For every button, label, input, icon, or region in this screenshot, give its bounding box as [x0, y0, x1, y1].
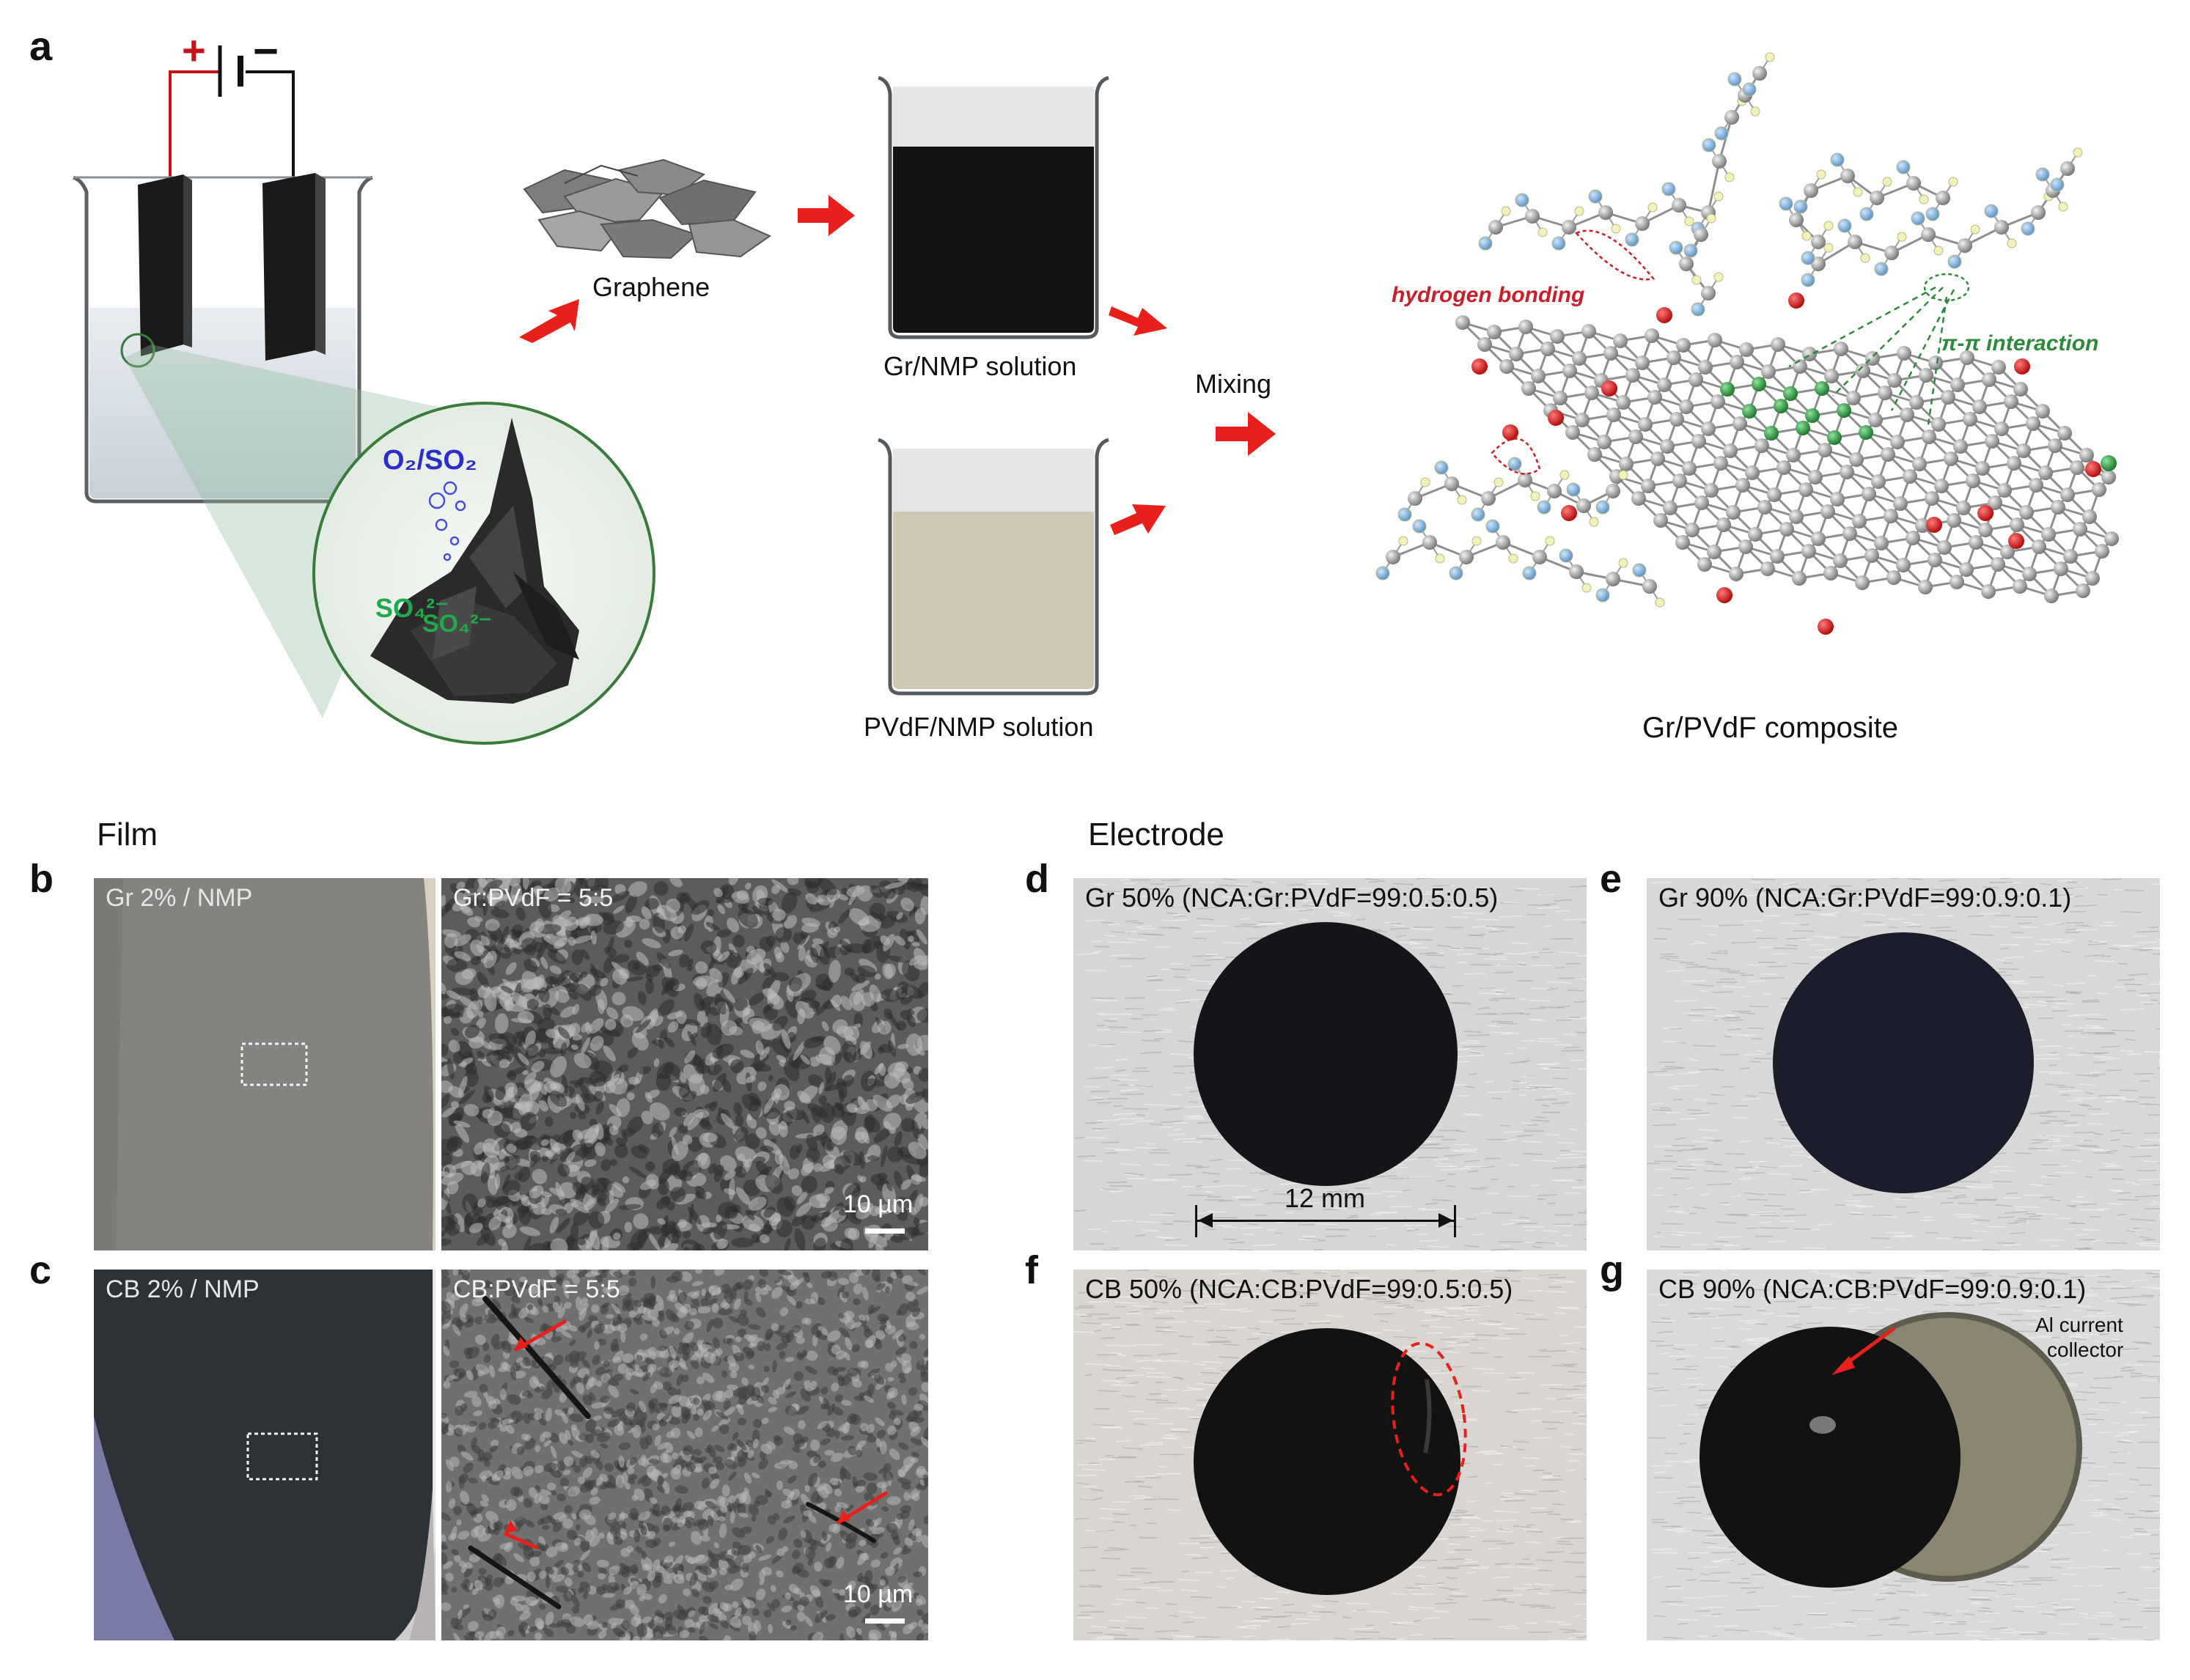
panel-letter-f: f: [1025, 1248, 1038, 1292]
panel-letter-d: d: [1025, 857, 1049, 901]
sem-image-gr-pvdf: Gr:PVdF = 5:5 10 µm: [441, 878, 928, 1250]
electrode-photo-gr50: Gr 50% (NCA:Gr:PVdF=99:0.5:0.5) 12 mm: [1073, 878, 1587, 1250]
sulfate-label-1: SO₄²⁻: [375, 593, 449, 623]
arrow-to-gr-nmp: [798, 195, 855, 236]
zoom-cone: [125, 345, 455, 718]
arrow-from-gr-nmp: [1109, 306, 1167, 336]
scale-bar-label-b: 10 µm: [843, 1190, 914, 1218]
sulfate-label-2: SO₄²⁻: [422, 610, 492, 638]
panel-letter-b: b: [29, 857, 54, 901]
electrode-label-cb50: CB 50% (NCA:CB:PVdF=99:0.5:0.5): [1085, 1274, 1513, 1304]
film-heading: Film: [97, 817, 158, 852]
arrow-from-pvdf-nmp: [1110, 504, 1166, 535]
arrow-to-graphene: [519, 299, 579, 343]
scale-tick-right: [1454, 1205, 1456, 1237]
minus-sign: −: [253, 26, 279, 75]
plus-sign: +: [182, 27, 206, 73]
scale-arrowhead-left: [1198, 1213, 1213, 1228]
panel-letter-c: c: [29, 1248, 52, 1292]
scale-bar-label-c: 10 µm: [843, 1580, 914, 1608]
hydrogen-bonding-label: hydrogen bonding: [1392, 283, 1584, 307]
film-photo-cb: CB 2% / NMP: [94, 1270, 436, 1640]
atoms: [1375, 52, 2119, 635]
electrode-heading: Electrode: [1088, 817, 1224, 852]
gr-pvdf-composite-model: [1375, 52, 2119, 635]
sem-label-cb-pvdf: CB:PVdF = 5:5: [453, 1275, 620, 1303]
panel-letter-e: e: [1600, 857, 1623, 901]
mixing-label: Mixing: [1195, 369, 1271, 399]
electrode-label-gr50: Gr 50% (NCA:Gr:PVdF=99:0.5:0.5): [1085, 883, 1499, 913]
pvdf-nmp-beaker: [878, 438, 1109, 696]
pi-pi-label: π-π interaction: [1941, 331, 2098, 355]
scale-bar-c: [865, 1618, 905, 1624]
electrode-label-cb90: CB 90% (NCA:CB:PVdF=99:0.9:0.1): [1658, 1274, 2087, 1304]
scale-tick-left: [1195, 1205, 1197, 1237]
o2-so2-label: O₂/SO₂: [383, 445, 477, 476]
al-collector-note-line1: Al current: [2035, 1314, 2123, 1336]
graphene-flakes: [523, 158, 772, 259]
zoom-inset: O₂/SO₂ SO₄²⁻ SO₄²⁻: [312, 402, 655, 745]
sem-image-cb-pvdf: CB:PVdF = 5:5 10 µm: [441, 1270, 928, 1640]
scale-bar-b: [865, 1228, 905, 1234]
panel-letter-g: g: [1600, 1248, 1624, 1292]
process-arrows: [519, 195, 1276, 535]
scale-dimension-line: [1195, 1220, 1456, 1222]
gr-nmp-beaker: [878, 75, 1109, 339]
panel-letter-a: a: [29, 23, 53, 69]
film-photo-gr: Gr 2% / NMP: [94, 878, 436, 1250]
electrolysis-beaker: [73, 173, 373, 504]
film-label-gr: Gr 2% / NMP: [106, 884, 253, 912]
panel-a-schematic: a + −: [29, 23, 2119, 745]
electrode-photo-cb50: CB 50% (NCA:CB:PVdF=99:0.5:0.5): [1073, 1270, 1587, 1640]
sem-label-gr-pvdf: Gr:PVdF = 5:5: [453, 884, 614, 912]
arrow-mixing: [1216, 412, 1276, 456]
electrode-photo-gr90: Gr 90% (NCA:Gr:PVdF=99:0.9:0.1): [1647, 878, 2160, 1250]
electrode-label-gr90: Gr 90% (NCA:Gr:PVdF=99:0.9:0.1): [1658, 883, 2072, 913]
pvdf-nmp-label: PVdF/NMP solution: [864, 712, 1093, 742]
scale-label-12mm: 12 mm: [1285, 1183, 1366, 1213]
composite-label: Gr/PVdF composite: [1642, 712, 1898, 744]
graphene-label: Graphene: [592, 272, 710, 302]
scale-arrowhead-right: [1438, 1213, 1453, 1228]
al-collector-note-line2: collector: [2047, 1338, 2124, 1361]
film-label-cb: CB 2% / NMP: [106, 1275, 260, 1303]
electrode-photo-cb90: CB 90% (NCA:CB:PVdF=99:0.9:0.1) Al curre…: [1647, 1270, 2160, 1640]
gr-nmp-label: Gr/NMP solution: [883, 351, 1076, 381]
power-source: + −: [169, 26, 295, 180]
